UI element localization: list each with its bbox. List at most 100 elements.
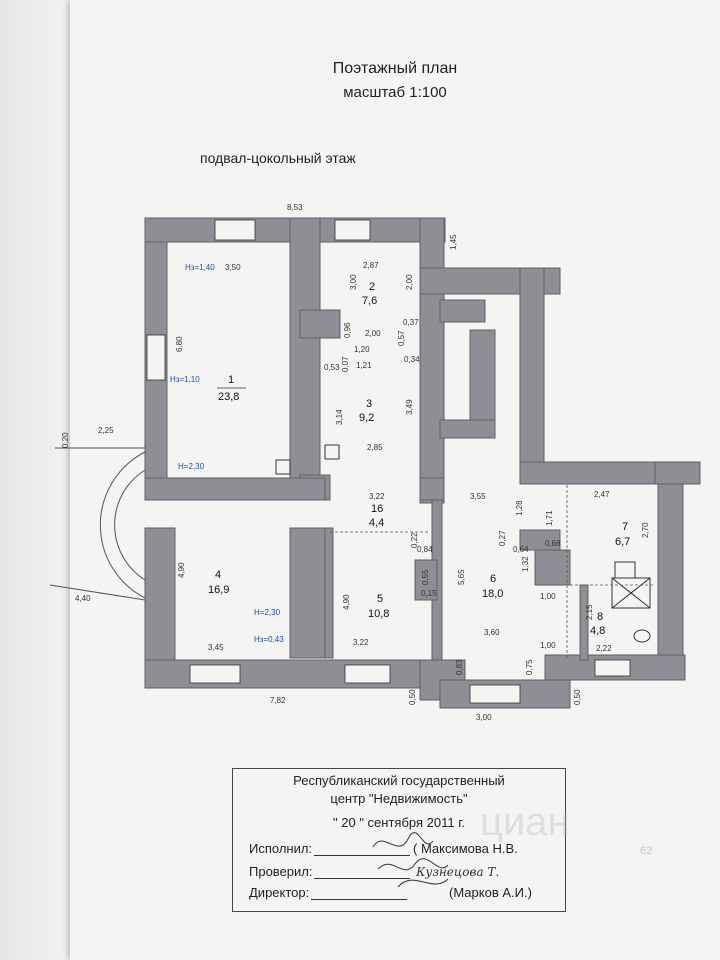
- fixtures: [275, 444, 651, 643]
- wall: [439, 299, 486, 323]
- plan-title: Поэтажный план: [332, 60, 458, 77]
- room-1-number: 1: [228, 374, 234, 386]
- dim-label: 2,00: [405, 274, 414, 290]
- dim-label: 4,90: [342, 594, 351, 610]
- dim-label: 8,53: [287, 203, 303, 212]
- room-5-area: 10,8: [368, 608, 389, 620]
- dim-label: 3,14: [335, 409, 344, 425]
- stove-icon: [324, 444, 340, 460]
- entrance-arc: [49, 447, 146, 601]
- stair-icon: [611, 577, 651, 609]
- performed-name: ( Максимова Н.В.: [413, 841, 518, 856]
- dim-label: 0,84: [417, 545, 433, 554]
- window: [189, 664, 241, 684]
- wall: [414, 559, 438, 601]
- dim-label: 1,21: [356, 361, 372, 370]
- director-label: Директор:: [249, 885, 310, 900]
- performed-label: Исполнил:: [249, 841, 313, 856]
- dashed-lines: [330, 485, 655, 660]
- dim-label: 0,50: [408, 689, 417, 705]
- checked-row: Проверил: Кузнецова Т.: [249, 864, 499, 879]
- dim-label: 2,22: [596, 644, 612, 653]
- dim-label: 3,22: [369, 492, 385, 501]
- wall: [579, 584, 589, 661]
- dim-label: 4,90: [177, 562, 186, 578]
- room-1-area: 23,8: [218, 391, 239, 403]
- dim-label: 3,49: [405, 399, 414, 415]
- dim-label: 2,87: [363, 261, 379, 270]
- room-16-number: 16: [371, 503, 383, 515]
- height-label: Н=2,30: [254, 608, 281, 617]
- dim-label: 0,37: [403, 318, 419, 327]
- room-3-number: 3: [366, 398, 372, 410]
- performed-row: Исполнил:: [249, 841, 412, 856]
- wall: [657, 483, 684, 675]
- room-5-number: 5: [377, 593, 383, 605]
- watermark-small: 62: [640, 845, 653, 857]
- wall: [289, 217, 321, 494]
- org-line-1: Республиканский государственный: [293, 773, 505, 788]
- checked-label: Проверил:: [249, 864, 313, 879]
- height-label: Нз=0,43: [254, 635, 284, 644]
- dim-label: 2,47: [594, 490, 610, 499]
- checked-name: Кузнецова Т.: [416, 865, 500, 879]
- dim-label: 3,50: [225, 263, 241, 272]
- dim-label: 3,55: [470, 492, 486, 501]
- room-labels: 1 23,8 2 7,6 3 9,2 4 16,9 5 10,8 6 18,0 …: [208, 281, 630, 637]
- dim-label: 0,55: [421, 569, 430, 585]
- wall: [519, 267, 545, 479]
- room-2-number: 2: [369, 281, 375, 293]
- height-label: Нз=1,10: [170, 375, 200, 384]
- plan-scale: масштаб 1:100: [343, 84, 447, 101]
- wall: [299, 309, 341, 339]
- dim-label: 0,34: [404, 355, 420, 364]
- room-7-number: 7: [622, 521, 628, 533]
- stove-icon: [275, 459, 291, 475]
- title-block-stamp: Республиканский государственный центр "Н…: [232, 768, 566, 912]
- org-line-2: центр "Недвижимость": [330, 791, 468, 806]
- wall: [439, 419, 496, 439]
- signature-scribbles: [372, 832, 449, 888]
- dim-label: 0,96: [343, 322, 352, 338]
- shower-icon: [614, 561, 636, 579]
- dim-label: 0,27: [498, 530, 507, 546]
- dim-label: 0,75: [525, 659, 534, 675]
- wall: [419, 477, 445, 501]
- wall: [419, 217, 445, 504]
- dim-label: 5,65: [457, 569, 466, 585]
- room-8-area: 4,8: [590, 625, 605, 637]
- watermark: циан: [480, 800, 570, 844]
- window: [334, 219, 371, 241]
- dim-label: 0,57: [397, 330, 406, 346]
- dim-label: 0,50: [573, 689, 582, 705]
- windows: [146, 219, 631, 704]
- room-3-area: 9,2: [359, 412, 374, 424]
- wall: [654, 461, 701, 485]
- dim-label: 0,64: [513, 545, 529, 554]
- height-label: Н=2,30: [178, 462, 205, 471]
- dim-label: 1,45: [449, 234, 458, 250]
- wall: [324, 527, 334, 659]
- dim-label: 2,15: [585, 604, 594, 620]
- dim-label: 0,20: [61, 432, 70, 448]
- dimension-labels: 8,53 1,45 2,25 0,20 4,40 7,82 3,00 3,50 …: [61, 203, 650, 722]
- wall: [469, 329, 496, 431]
- dim-label: 0,83: [455, 659, 464, 675]
- dim-label: 7,82: [270, 696, 286, 705]
- dim-label: 2,25: [98, 426, 114, 435]
- director-row: Директор:: [249, 885, 409, 900]
- dim-label: 1,20: [354, 345, 370, 354]
- dim-label: 6,80: [175, 336, 184, 352]
- dim-label: 1,71: [545, 510, 554, 526]
- wall: [144, 527, 176, 669]
- window: [344, 664, 391, 684]
- toilet-icon: [633, 629, 651, 643]
- dim-label: 1,00: [540, 592, 556, 601]
- wall: [534, 549, 571, 586]
- dim-label: 0,15: [421, 589, 437, 598]
- dim-label: 0,53: [324, 363, 340, 372]
- room-2-area: 7,6: [362, 295, 377, 307]
- dim-label: 0,22: [410, 532, 419, 548]
- dim-label: 0,68: [545, 539, 561, 548]
